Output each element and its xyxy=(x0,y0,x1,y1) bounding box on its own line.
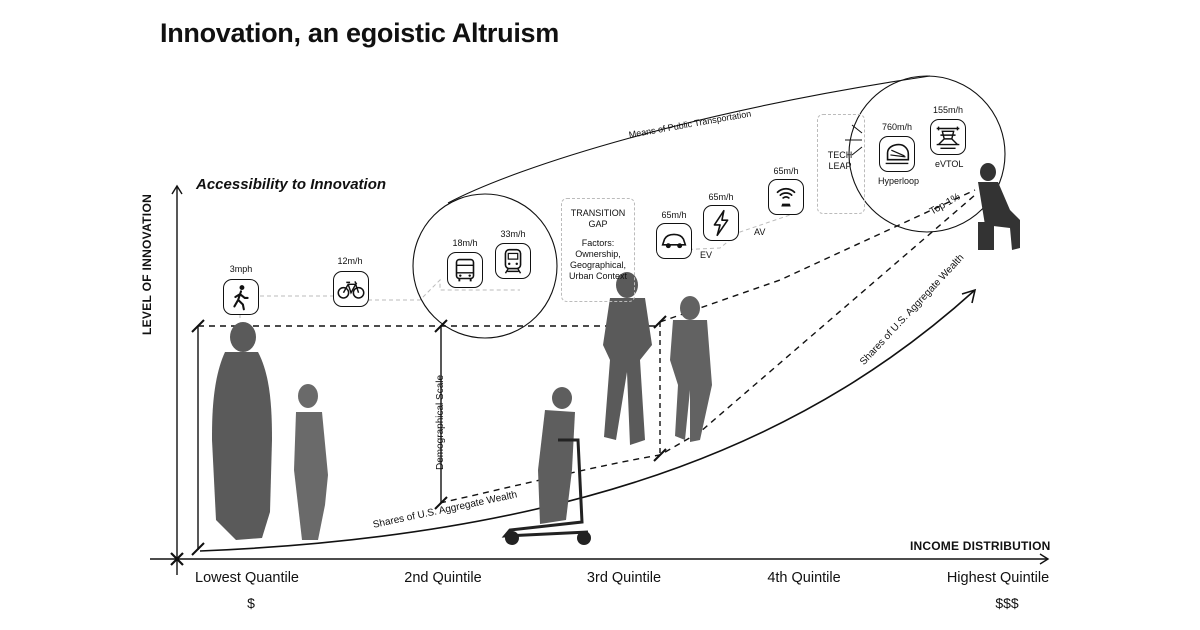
train-speed: 33m/h xyxy=(500,229,526,239)
origin-cross xyxy=(170,552,184,566)
bus-speed: 18m/h xyxy=(452,238,478,248)
hyperloop-icon xyxy=(879,136,915,172)
quintile-label-4: 4th Quintile xyxy=(767,570,841,586)
car-speed: 65m/h xyxy=(661,210,687,220)
child-figure xyxy=(294,384,328,540)
woman-walking-figure xyxy=(670,296,712,442)
y-axis-label: LEVEL OF INNOVATION xyxy=(140,193,154,335)
high-tech-circle xyxy=(848,75,1006,233)
woman-figure xyxy=(212,322,272,540)
walking-person-icon xyxy=(223,279,259,315)
transition-gap-urban: Urban Context xyxy=(568,271,628,281)
bicycle-icon xyxy=(333,271,369,307)
tech-leap-line2: LEAP xyxy=(828,161,852,171)
transition-gap-box xyxy=(561,198,635,302)
ev-label: EV xyxy=(700,250,713,260)
evtol-speed: 155m/h xyxy=(932,105,964,115)
quintile-label-3: 3rd Quintile xyxy=(586,570,662,586)
hyperloop-speed: 760m/h xyxy=(881,122,913,132)
transition-gap-geographical: Geographical, xyxy=(569,260,627,270)
lightning-icon xyxy=(703,205,739,241)
charge-speed: 65m/h xyxy=(708,192,734,202)
diagram-subtitle: Accessibility to Innovation xyxy=(196,176,387,193)
quintile-label-1: Lowest Quantile xyxy=(195,570,299,586)
x-axis-label: INCOME DISTRIBUTION xyxy=(910,539,1051,553)
quintile-label-5: Highest Quintile xyxy=(946,570,1050,586)
bike-speed: 12m/h xyxy=(337,256,363,266)
tech-leap-text: TECH LEAP xyxy=(817,150,863,172)
car-icon xyxy=(656,223,692,259)
public-transport-arc xyxy=(447,75,931,204)
tech-leap-box xyxy=(817,114,865,214)
demographical-scale-label: Demographical Scale xyxy=(435,374,446,470)
seated-top-figure xyxy=(978,163,1020,250)
currency-high: $$$ xyxy=(995,595,1019,611)
transition-gap-title-2: GAP xyxy=(588,219,608,229)
bus-icon xyxy=(447,252,483,288)
currency-low: $ xyxy=(247,595,255,611)
quintile-label-2: 2nd Quintile xyxy=(404,570,482,586)
transition-gap-title-1: TRANSITION xyxy=(570,208,626,218)
man-figure xyxy=(603,272,652,445)
av-speed: 65m/h xyxy=(773,166,799,176)
bracket-tick-bottom xyxy=(191,542,205,556)
drone-icon xyxy=(930,119,966,155)
tech-leap-rays xyxy=(845,124,863,156)
scooter-rider-figure xyxy=(501,387,591,545)
wealth-curve-lower xyxy=(199,289,976,552)
y-axis-arrowhead xyxy=(171,184,183,195)
evtol-label: eVTOL xyxy=(935,159,964,169)
transition-gap-factors: Factors: xyxy=(581,238,615,248)
wireless-car-icon xyxy=(768,179,804,215)
transition-gap-ownership: Ownership, xyxy=(575,249,621,259)
hyperloop-label: Hyperloop xyxy=(878,176,920,186)
av-label: AV xyxy=(754,227,766,237)
wealth-curve-arrowhead xyxy=(961,288,977,304)
mass-transit-circle xyxy=(412,193,558,339)
walk-speed: 3mph xyxy=(229,264,253,274)
train-icon xyxy=(495,243,531,279)
tech-leap-line1: TECH xyxy=(827,150,853,160)
x-axis-arrowhead xyxy=(1039,553,1050,565)
page-title: Innovation, an egoistic Altruism xyxy=(160,18,559,48)
transition-gap-text: TRANSITION GAP Factors: Ownership, Geogr… xyxy=(561,208,635,282)
